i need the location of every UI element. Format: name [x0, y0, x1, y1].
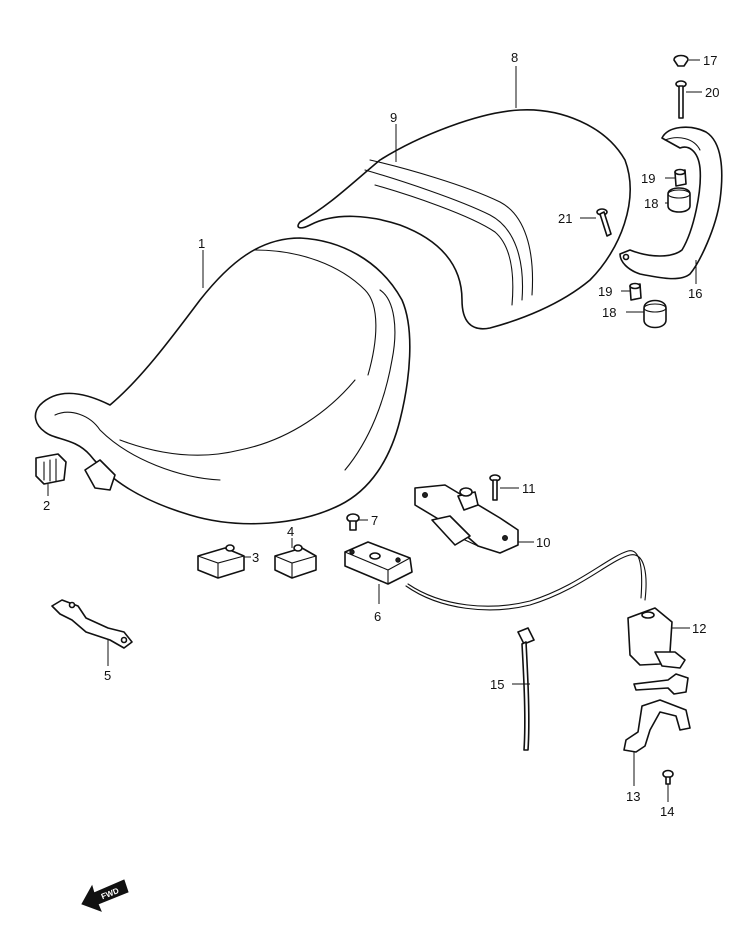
part-21-bolt: [596, 208, 612, 237]
part-18-rubber-lower: [643, 299, 667, 329]
callout-4: 4: [287, 524, 294, 539]
callout-20: 20: [705, 85, 719, 100]
lock-cable: [405, 554, 647, 611]
key: [633, 673, 689, 695]
callout-labels: 1 2 3 4 5 6 7 8 9 10 11 12 13 14 15 16 1…: [43, 50, 719, 819]
callout-16: 16: [688, 286, 702, 301]
callout-15: 15: [490, 677, 504, 692]
part-13-bracket: [623, 699, 691, 753]
callout-12: 12: [692, 621, 706, 636]
callout-21: 21: [558, 211, 572, 226]
fwd-arrow: FWD: [81, 879, 129, 912]
part-7-screw: [346, 513, 360, 531]
callout-9: 9: [390, 110, 397, 125]
part-3-block: [197, 544, 245, 579]
callout-5: 5: [104, 668, 111, 683]
part-20-bolt: [675, 80, 687, 119]
part-15-cable-tie: [517, 627, 535, 751]
part-11-screw: [489, 474, 501, 501]
callout-18-lower: 18: [602, 305, 616, 320]
callout-13: 13: [626, 789, 640, 804]
callout-14: 14: [660, 804, 674, 819]
part-10-hinge: [414, 484, 519, 554]
callout-19-lower: 19: [598, 284, 612, 299]
leader-lines: [47, 59, 702, 802]
callout-17: 17: [703, 53, 717, 68]
front-seat: [34, 237, 411, 525]
part-4-block: [274, 544, 317, 579]
part-6-lock-plate: [344, 541, 413, 585]
part-2-pad: [35, 453, 67, 485]
part-12-lock: [627, 607, 686, 669]
callout-1: 1: [198, 236, 205, 251]
part-19-collar-upper: [674, 168, 687, 187]
callout-6: 6: [374, 609, 381, 624]
callout-10: 10: [536, 535, 550, 550]
front-seat-tab: [84, 459, 116, 491]
part-17-cap: [673, 54, 689, 67]
callout-18-upper: 18: [644, 196, 658, 211]
callout-3: 3: [252, 550, 259, 565]
part-5-bracket: [51, 599, 133, 649]
callout-7: 7: [371, 513, 378, 528]
callout-2: 2: [43, 498, 50, 513]
rear-seat: [297, 109, 631, 330]
part-18-rubber-upper: [667, 187, 691, 213]
callout-8: 8: [511, 50, 518, 65]
callout-11: 11: [522, 481, 536, 496]
callout-19-upper: 19: [641, 171, 655, 186]
part-14-bolt: [662, 769, 674, 785]
part-19-collar-lower: [629, 282, 642, 301]
part-16-grab-rail: [619, 126, 723, 280]
